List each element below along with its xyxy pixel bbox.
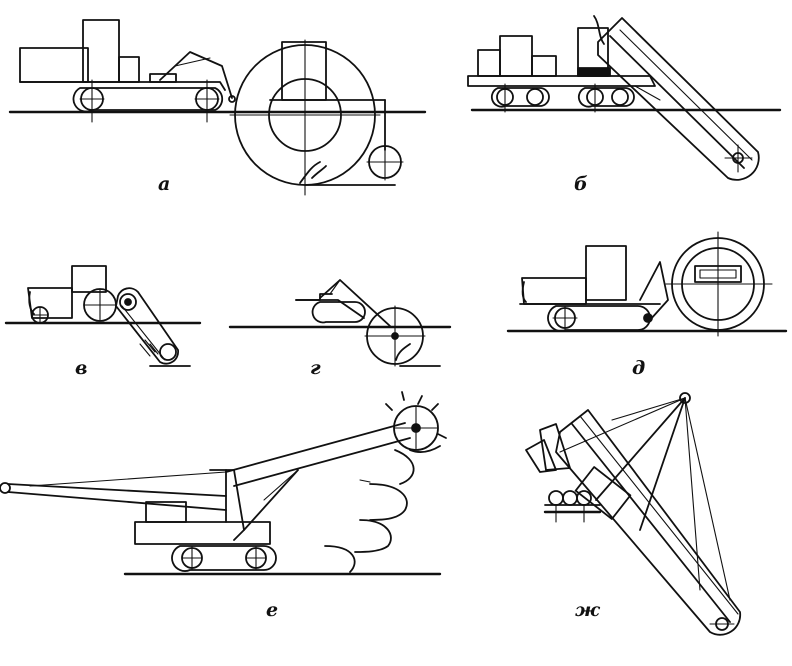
panel-v-chain	[115, 287, 191, 367]
panel-zh-label: ж	[575, 599, 601, 621]
panel-a-wheel	[229, 39, 404, 196]
panel-zh-mast	[559, 392, 731, 601]
panel-zh-base	[525, 423, 602, 523]
panel-d-label: д	[632, 357, 645, 379]
panel-b-tractor	[467, 27, 782, 113]
panel-e-cut-face	[324, 449, 415, 573]
panel-g-frame	[228, 279, 452, 329]
panel-d-tractor	[506, 245, 788, 333]
panel-e-label: е	[266, 599, 278, 621]
panel-v-label: в	[75, 357, 87, 379]
panel-a-tractor	[8, 19, 427, 123]
panel-e-wheel	[385, 391, 447, 453]
panel-e-base	[123, 469, 442, 576]
panel-d-rotor	[665, 231, 773, 337]
panel-v-tractor	[4, 265, 202, 325]
panel-b-label: б	[574, 173, 588, 195]
panel-zh	[525, 392, 742, 636]
panel-g-label: г	[310, 357, 321, 379]
panel-a	[8, 19, 427, 196]
panel-g	[228, 279, 452, 367]
panel-v	[4, 265, 202, 367]
panel-a-label: а	[158, 173, 170, 195]
panel-e	[0, 391, 447, 576]
panel-zh-boom	[555, 409, 742, 636]
panel-d	[506, 231, 788, 337]
panel-b-boom	[593, 15, 760, 181]
panel-e-boom	[0, 422, 411, 531]
panel-b	[467, 15, 782, 181]
panel-g-wheel	[364, 305, 441, 367]
